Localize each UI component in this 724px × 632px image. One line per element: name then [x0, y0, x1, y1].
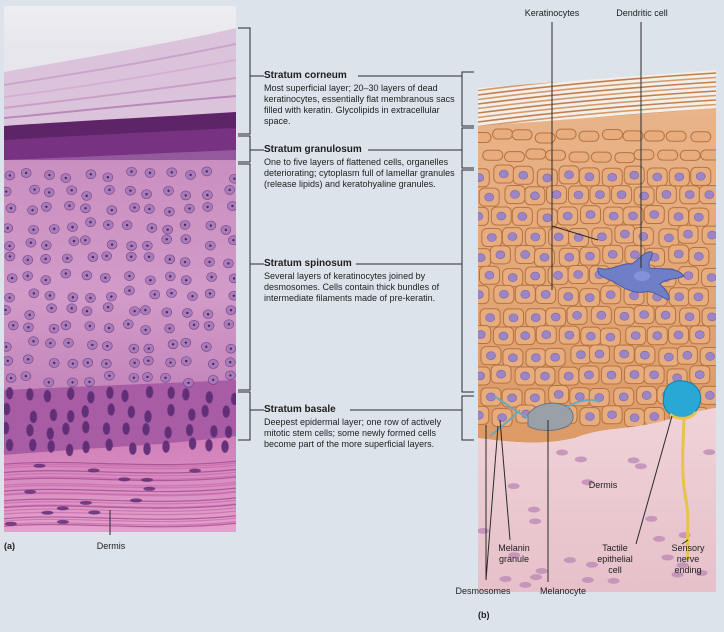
micrograph-nuclei: [4, 166, 236, 457]
drawing-melanocyte: [527, 402, 574, 431]
layer-desc-spinosum: Several layers of keratinocytes joined b…: [264, 271, 440, 303]
drawing-tactile-cell: [662, 380, 702, 418]
keratinocytes-label: Keratinocytes: [524, 8, 580, 18]
melanin-granule-label: Melanin granule: [498, 543, 530, 564]
layer-desc-granulosum: One to five layers of flattened cells, o…: [264, 157, 455, 189]
dendritic-cell-label: Dendritic cell: [616, 8, 668, 18]
panel-a-dermis-label: Dermis: [96, 541, 126, 551]
layer-title-granulosum: Stratum granulosum: [264, 144, 362, 155]
drawing-dermis: [478, 408, 716, 592]
dermis-label-b: Dermis: [588, 480, 618, 490]
panel-b-label: (b): [478, 610, 490, 620]
layer-desc-basale: Deepest epidermal layer; one row of acti…: [264, 417, 442, 449]
micrograph-dermis-fibers: [4, 460, 236, 528]
micrograph-basale: [4, 380, 236, 460]
label-connectors: [109, 22, 689, 582]
layer-title-spinosum: Stratum spinosum: [264, 258, 352, 269]
layer-desc-corneum: Most superficial layer; 20–30 layers of …: [264, 83, 455, 126]
bracket-left: [238, 27, 251, 441]
panel-a-label: (a): [4, 541, 15, 551]
layer-title-corneum: Stratum corneum: [264, 70, 347, 81]
sensory-nerve-label: Sensory nerve ending: [671, 543, 705, 575]
melanocyte-label: Melanocyte: [539, 586, 587, 596]
desmosomes-label: Desmosomes: [455, 586, 511, 596]
bracket-right: [461, 71, 474, 441]
layer-title-basale: Stratum basale: [264, 404, 336, 415]
tactile-cell-label: Tactile epithelial cell: [597, 543, 633, 575]
